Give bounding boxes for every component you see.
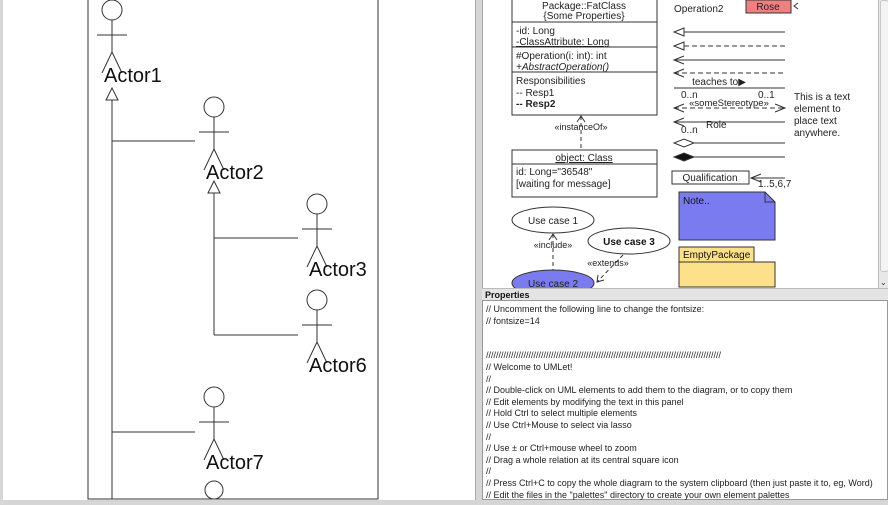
operation: +AbstractOperation() <box>516 62 609 73</box>
include-label: «include» <box>534 240 573 250</box>
actor[interactable]: Actor3 <box>302 193 367 281</box>
qualification-multiplicity: 1..5,6,7 <box>758 179 792 190</box>
use-case-2[interactable]: Use case 2 <box>511 269 595 297</box>
properties-line: // Edit the files in the "palettes" dire… <box>486 489 790 500</box>
properties-line: // <box>486 431 492 442</box>
properties-title: Properties <box>485 290 530 300</box>
fat-class[interactable]: Package::FatClass {Some Properties} -id:… <box>511 0 658 116</box>
relation-stereotype[interactable]: «someStereotype» <box>672 98 787 113</box>
relation-aggregation[interactable] <box>672 138 785 148</box>
text-line: place text <box>794 116 837 127</box>
stereotype-label: «someStereotype» <box>689 98 769 109</box>
operation2-label[interactable]: Operation2 <box>674 4 724 15</box>
properties-line: // Hold Ctrl to select multiple elements <box>486 408 638 419</box>
rose-element[interactable]: Rose <box>745 0 799 14</box>
relation-dependency[interactable] <box>672 68 785 78</box>
object-box[interactable]: object: Class id: Long="36548" [waiting … <box>511 149 658 198</box>
properties-line: // Use Ctrl+Mouse to select via lasso <box>486 420 632 430</box>
object-name: object: Class <box>555 153 612 164</box>
responsibility: -- Resp1 <box>516 88 555 99</box>
relation-association[interactable] <box>672 55 785 65</box>
package-label: EmptyPackage <box>683 250 751 261</box>
operation: #Operation(i: int): int <box>516 51 607 62</box>
multiplicity-label: 0..n <box>681 90 698 101</box>
actor[interactable]: Actor1 <box>97 0 162 87</box>
properties-line: // <box>486 373 492 384</box>
instance-of-relation[interactable]: «instanceOf» <box>554 115 608 150</box>
properties-line: // fontsize=14 <box>486 315 540 326</box>
object-line: id: Long="36548" <box>516 167 593 178</box>
attribute: -ClassAttribute: Long <box>516 37 609 48</box>
text-element[interactable]: This is a text element to place text any… <box>794 92 850 139</box>
multiplicity-label: 0..n <box>681 125 698 136</box>
relation-generalization[interactable] <box>672 27 785 37</box>
properties-line: // Edit elements by modifying the text i… <box>486 396 684 407</box>
instance-of-label: «instanceOf» <box>554 122 607 132</box>
actor[interactable]: Actor6 <box>302 289 367 377</box>
rose-label: Rose <box>756 2 780 13</box>
class-name: Package::FatClass <box>542 1 626 12</box>
properties-header: Properties <box>482 288 888 301</box>
include-relation[interactable]: «include» <box>534 233 573 270</box>
relation-teaches-to[interactable]: teaches to▶ 0..n 0..1 <box>674 77 785 101</box>
multiplicity-label: 0..1 <box>758 90 775 101</box>
text-line: This is a text <box>794 92 850 103</box>
role-label: Role <box>706 120 727 131</box>
scrollbar-thumb[interactable] <box>880 0 888 272</box>
extends-label: «extends» <box>587 258 629 268</box>
package-element[interactable]: EmptyPackage <box>678 246 776 288</box>
actor-label: Actor6 <box>309 355 367 377</box>
responsibility: -- Resp2 <box>516 99 556 110</box>
element-palette[interactable]: Package::FatClass {Some Properties} -id:… <box>482 0 879 297</box>
relation-realization[interactable] <box>672 41 785 51</box>
generalization-actor1[interactable] <box>105 86 195 499</box>
actor-label: Actor3 <box>309 259 367 281</box>
use-case-label: Use case 1 <box>528 216 578 227</box>
text-line: anywhere. <box>794 128 840 139</box>
actor-label: Actor7 <box>206 452 264 474</box>
properties-line: // Double-click on UML elements to add t… <box>486 385 793 396</box>
relation-role[interactable]: 0..n Role <box>672 117 785 136</box>
class-properties: {Some Properties} <box>543 11 625 22</box>
properties-line: // Use ± or Ctrl+mouse wheel to zoom <box>486 443 637 454</box>
properties-line: // Drag a whole relation at its central … <box>486 454 679 465</box>
use-case-3[interactable]: Use case 3 <box>587 227 671 255</box>
note-element[interactable]: Note.. <box>678 191 776 241</box>
qualification-label: Qualification <box>682 173 737 184</box>
palette-scrollbar[interactable]: ⌄ <box>878 0 888 288</box>
use-case-1[interactable]: Use case 1 <box>511 206 595 234</box>
properties-line: // Press Ctrl+C to copy the whole diagra… <box>486 478 873 488</box>
use-case-label: Use case 2 <box>528 279 578 288</box>
use-case-label: Use case 3 <box>603 237 655 248</box>
generalization-actor2[interactable] <box>207 179 298 336</box>
actor-label: Actor1 <box>104 65 162 87</box>
properties-line: // <box>486 466 492 477</box>
actor[interactable]: Actor2 <box>199 96 264 184</box>
actor[interactable] <box>204 480 224 500</box>
relation-composition[interactable] <box>672 152 785 162</box>
extends-relation[interactable]: «extends» <box>587 254 629 283</box>
properties-line: ////////////////////////////////////////… <box>486 350 722 361</box>
qualification-element[interactable]: Qualification 1..5,6,7 <box>671 170 792 190</box>
responsibilities: Responsibilities <box>516 76 585 87</box>
actor-label: Actor2 <box>206 162 264 184</box>
object-line: [waiting for message] <box>516 179 611 190</box>
attribute: -id: Long <box>516 26 555 37</box>
teaches-to-label: teaches to▶ <box>692 77 746 88</box>
properties-line: // Welcome to UMLet! <box>486 362 573 372</box>
scroll-down-icon[interactable]: ⌄ <box>880 278 887 287</box>
system-boundary[interactable] <box>87 0 379 500</box>
actor[interactable]: Actor7 <box>199 386 264 474</box>
properties-editor[interactable]: // Uncomment the following line to chang… <box>482 300 888 500</box>
text-line: element to <box>794 104 841 115</box>
note-label: Note.. <box>683 196 710 207</box>
properties-line: // Uncomment the following line to chang… <box>486 304 705 314</box>
